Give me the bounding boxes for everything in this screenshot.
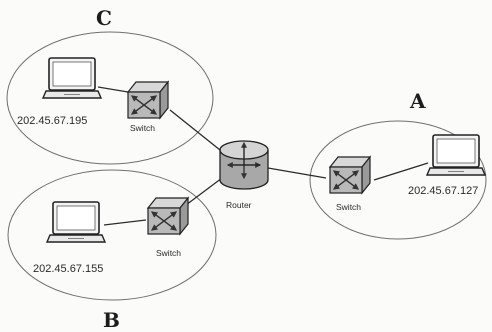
host-a-ip: 202.45.67.127 — [408, 185, 478, 197]
router-icon — [219, 140, 269, 190]
switch-icon — [128, 82, 168, 118]
host-c-ip: 202.45.67.195 — [17, 115, 87, 127]
link-laptop-b-switch-b — [103, 219, 147, 226]
network-b-boundary — [7, 169, 217, 301]
link-switch-b-router — [185, 177, 223, 206]
link-laptop-c-switch-c — [97, 86, 129, 93]
network-b-label: B — [103, 308, 120, 332]
switch-icon — [330, 157, 370, 193]
laptop-icon — [42, 57, 102, 99]
network-a-label: A — [409, 89, 426, 113]
host-b-ip: 202.45.67.155 — [33, 263, 103, 275]
link-switch-c-router — [169, 109, 221, 151]
network-c-label: C — [96, 6, 112, 30]
network-b: B 202.45.67.155 Switch — [33, 198, 188, 332]
switch-a-label: Switch — [336, 202, 361, 212]
network-c: C 202.45.67.195 Switch — [17, 6, 168, 133]
switch-c-label: Switch — [130, 123, 155, 133]
link-router-switch-a — [267, 167, 327, 179]
network-a: A Switch 202.45.67.127 — [330, 89, 486, 212]
router: Router — [219, 140, 269, 210]
switch-icon — [148, 198, 188, 234]
router-label: Router — [226, 200, 252, 210]
laptop-icon — [426, 134, 486, 176]
laptop-icon — [46, 201, 106, 243]
network-a-boundary — [309, 120, 487, 240]
switch-b-label: Switch — [156, 248, 181, 258]
network-c-boundary — [6, 31, 214, 165]
link-switch-a-laptop-a — [373, 162, 429, 181]
